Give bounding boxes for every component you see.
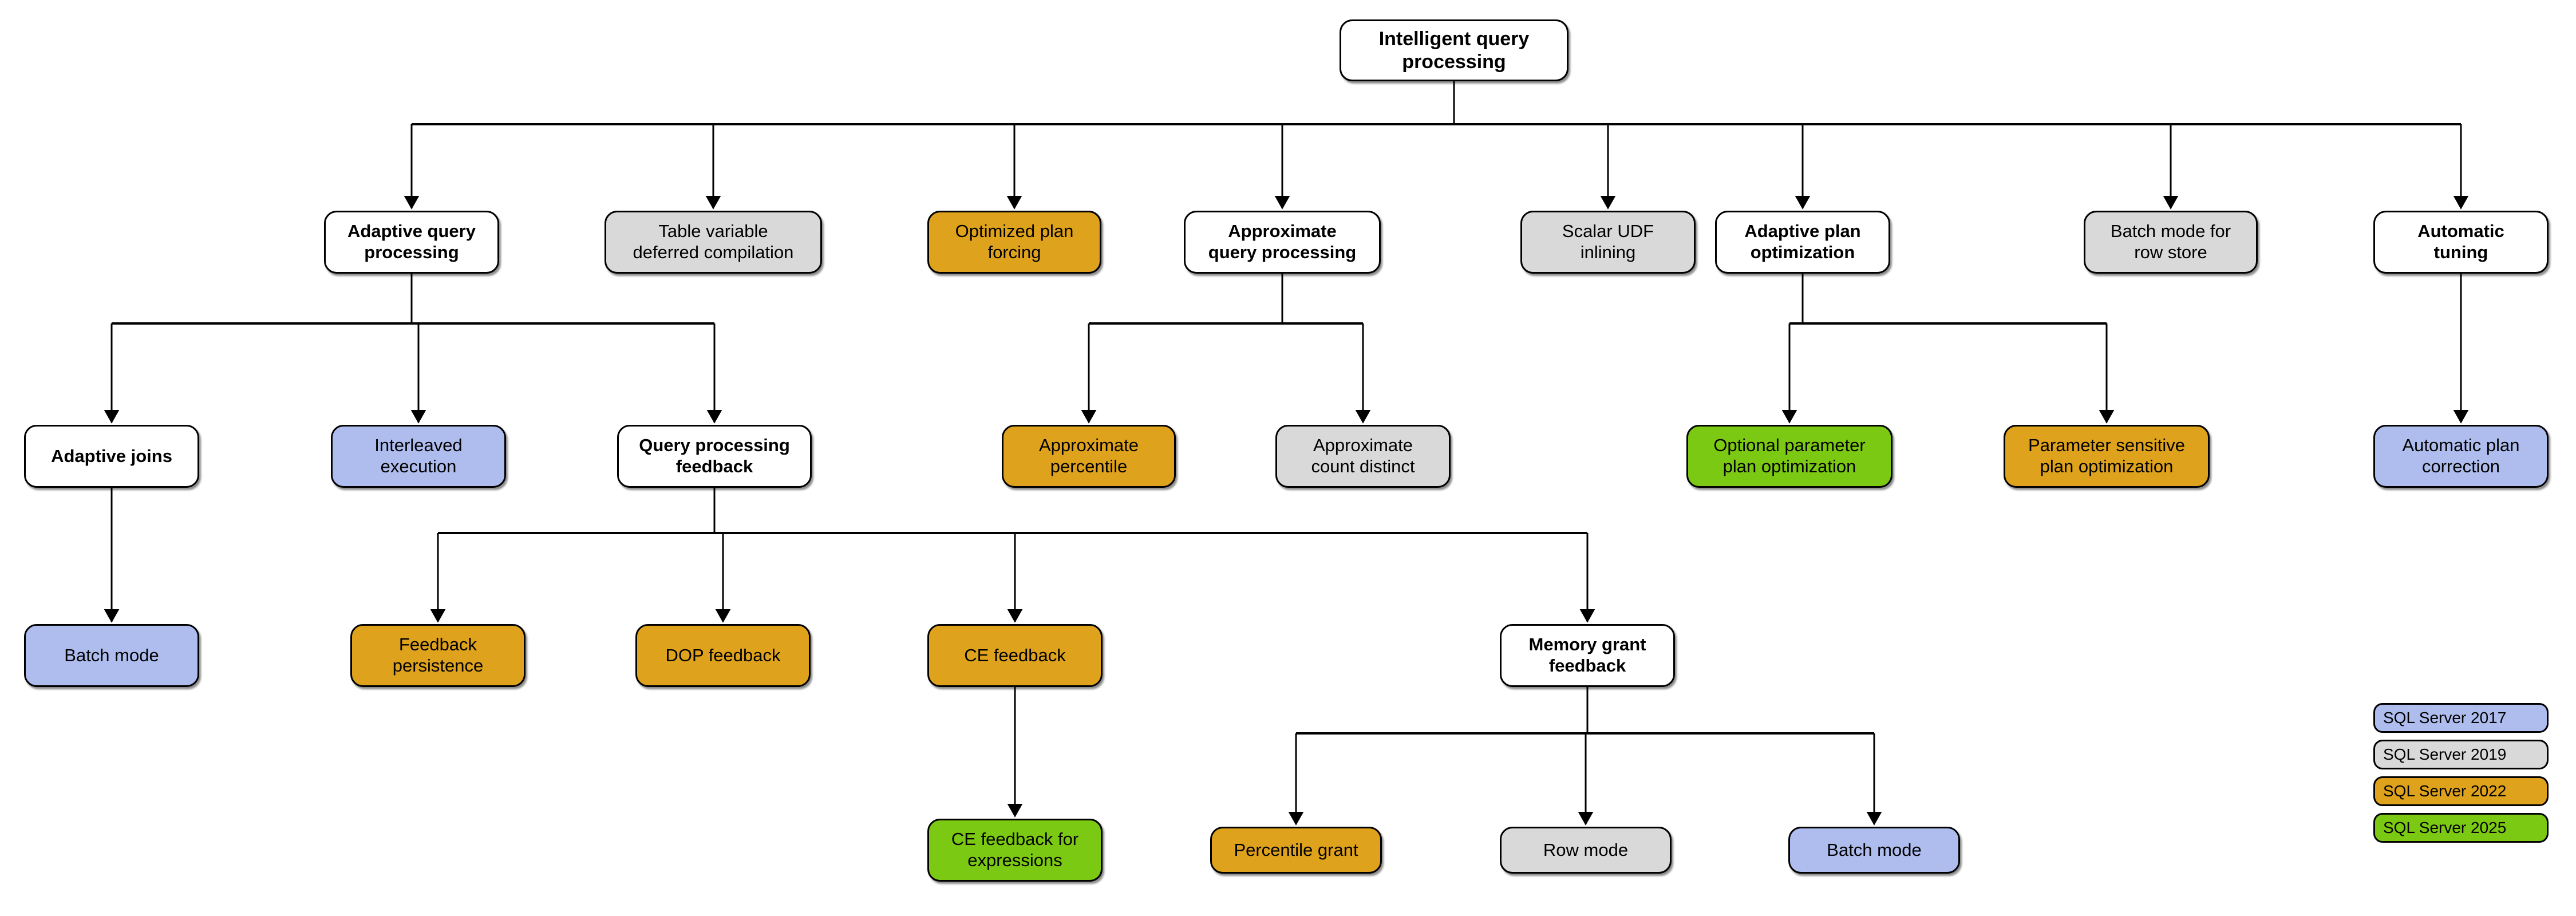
node-label: Approximate count distinct (1311, 435, 1415, 476)
legend-item-sql-server-2025: SQL Server 2025 (2373, 813, 2549, 843)
node-batch-mode-left[interactable]: Batch mode (24, 624, 199, 687)
node-interleaved-execution[interactable]: Interleaved execution (331, 425, 506, 488)
legend-item-sql-server-2019: SQL Server 2019 (2373, 740, 2549, 769)
node-label: CE feedback for expressions (951, 829, 1079, 870)
node-label: Query processing feedback (639, 435, 790, 476)
legend-item-sql-server-2022: SQL Server 2022 (2373, 776, 2549, 806)
node-label: Adaptive joins (51, 445, 172, 466)
node-dop-feedback[interactable]: DOP feedback (635, 624, 811, 687)
node-label: Adaptive query processing (347, 221, 476, 262)
node-parameter-sensitive-plan-optimization[interactable]: Parameter sensitive plan optimization (2004, 425, 2210, 488)
node-adaptive-plan-optimization[interactable]: Adaptive plan optimization (1715, 211, 1890, 274)
node-feedback-persistence[interactable]: Feedback persistence (350, 624, 526, 687)
node-adaptive-joins[interactable]: Adaptive joins (24, 425, 199, 488)
node-approximate-count-distinct[interactable]: Approximate count distinct (1275, 425, 1451, 488)
node-label: Optimized plan forcing (955, 221, 1074, 262)
legend-item-label: SQL Server 2022 (2383, 782, 2507, 800)
node-label: Table variable deferred compilation (633, 221, 794, 262)
node-automatic-plan-correction[interactable]: Automatic plan correction (2373, 425, 2549, 488)
node-row-mode[interactable]: Row mode (1500, 827, 1672, 874)
node-label: Adaptive plan optimization (1744, 221, 1861, 262)
node-table-variable-deferred-compilation[interactable]: Table variable deferred compilation (605, 211, 822, 274)
node-optimized-plan-forcing[interactable]: Optimized plan forcing (927, 211, 1101, 274)
node-label: Batch mode (1827, 839, 1922, 860)
node-batch-mode-for-row-store[interactable]: Batch mode for row store (2084, 211, 2258, 274)
node-automatic-tuning[interactable]: Automatic tuning (2373, 211, 2549, 274)
node-ce-feedback-for-expressions[interactable]: CE feedback for expressions (927, 819, 1103, 882)
node-label: Batch mode (64, 645, 159, 665)
legend-item-label: SQL Server 2019 (2383, 745, 2507, 763)
node-label: Approximate query processing (1208, 221, 1357, 262)
node-label: Optional parameter plan optimization (1713, 435, 1866, 476)
node-label: Automatic tuning (2417, 221, 2504, 262)
node-percentile-grant[interactable]: Percentile grant (1210, 827, 1382, 874)
node-ce-feedback[interactable]: CE feedback (927, 624, 1103, 687)
node-root[interactable]: Intelligent query processing (1340, 19, 1568, 81)
node-label: Feedback persistence (392, 634, 484, 676)
node-memory-grant-feedback[interactable]: Memory grant feedback (1500, 624, 1675, 687)
legend-item-sql-server-2017: SQL Server 2017 (2373, 703, 2549, 733)
node-label: Memory grant feedback (1528, 634, 1646, 676)
node-label: Percentile grant (1234, 839, 1358, 860)
node-label: Row mode (1543, 839, 1629, 860)
node-scalar-udf-inlining[interactable]: Scalar UDF inlining (1520, 211, 1696, 274)
node-optional-parameter-plan-optimization[interactable]: Optional parameter plan optimization (1686, 425, 1893, 488)
node-label: Approximate percentile (1038, 435, 1139, 476)
node-approximate-query-processing[interactable]: Approximate query processing (1184, 211, 1381, 274)
node-adaptive-query-processing[interactable]: Adaptive query processing (324, 211, 499, 274)
node-label: Scalar UDF inlining (1562, 221, 1654, 262)
node-label: CE feedback (964, 645, 1066, 665)
legend-item-label: SQL Server 2017 (2383, 709, 2507, 727)
node-label: Batch mode for row store (2110, 221, 2231, 262)
node-query-processing-feedback[interactable]: Query processing feedback (617, 425, 812, 488)
node-label: Parameter sensitive plan optimization (2028, 435, 2185, 476)
node-approximate-percentile[interactable]: Approximate percentile (1002, 425, 1176, 488)
node-batch-mode-bottom[interactable]: Batch mode (1788, 827, 1960, 874)
node-label: Automatic plan correction (2402, 435, 2520, 476)
legend-item-label: SQL Server 2025 (2383, 819, 2507, 836)
node-label: Intelligent query processing (1378, 27, 1530, 73)
node-label: Interleaved execution (374, 435, 463, 476)
node-label: DOP feedback (665, 645, 781, 665)
